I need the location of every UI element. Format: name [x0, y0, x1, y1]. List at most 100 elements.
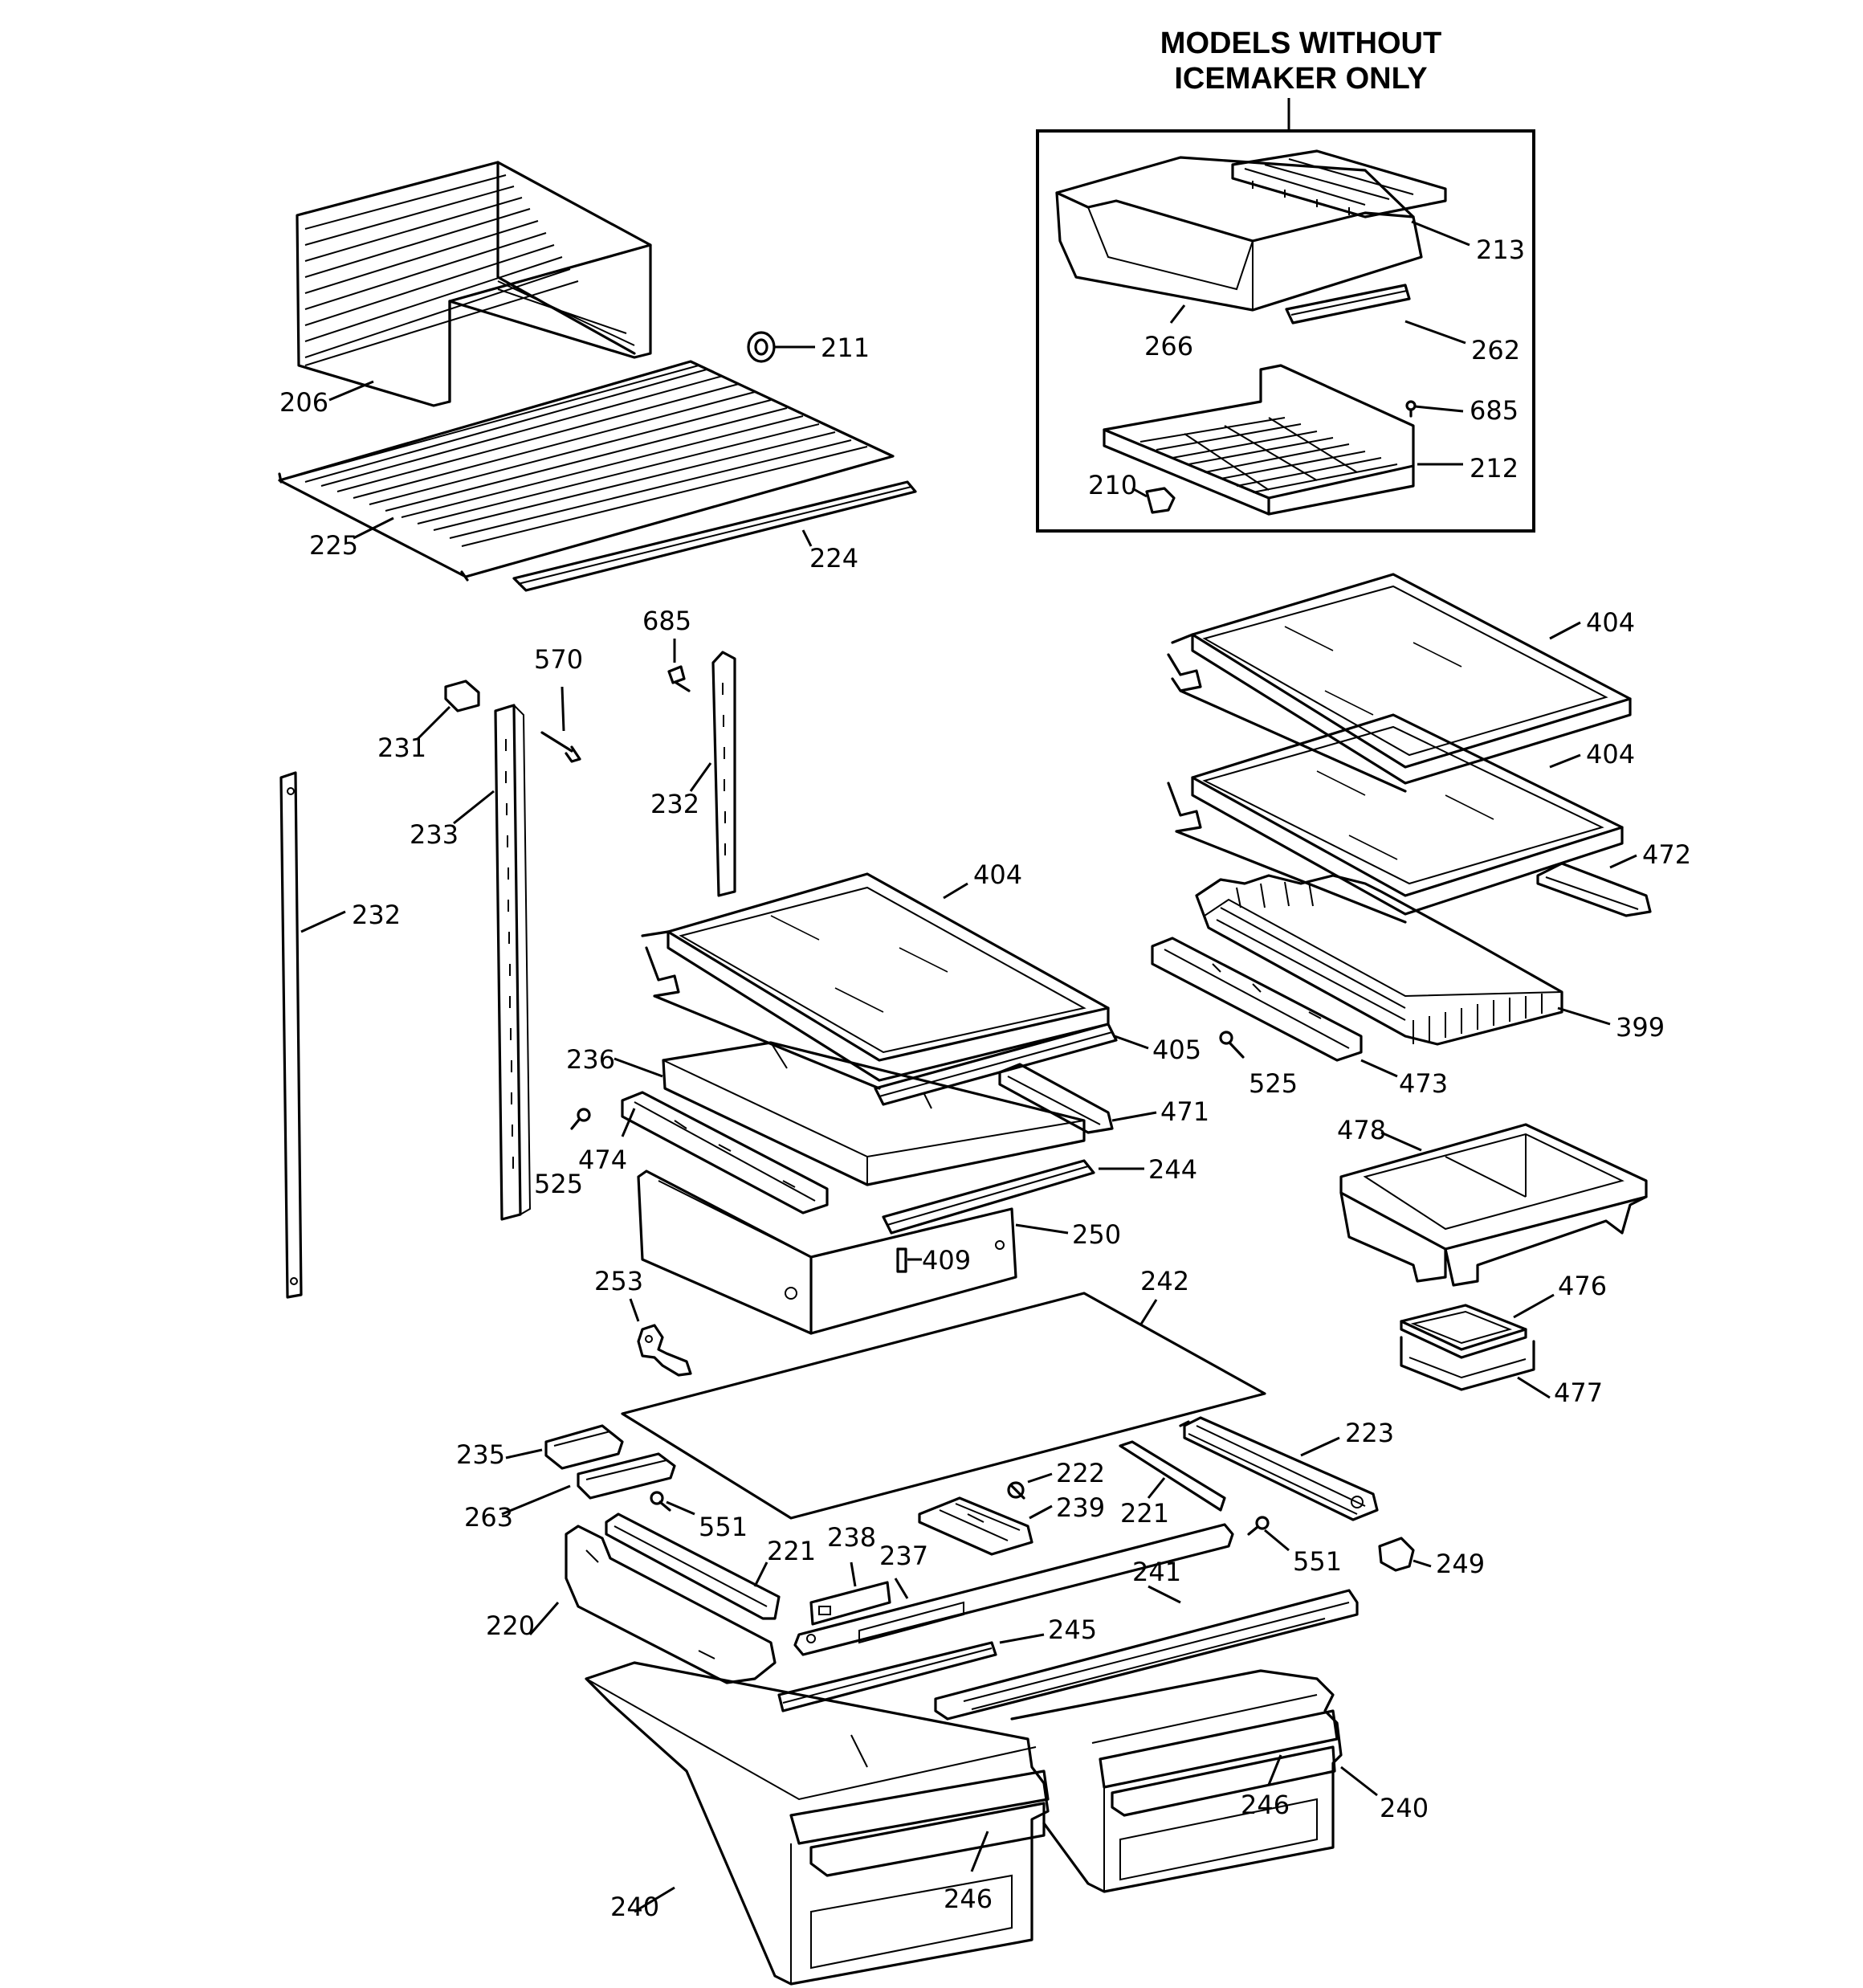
callout-label: 220: [486, 1610, 535, 1641]
callout-label: 472: [1642, 839, 1691, 870]
plate-238: [809, 1581, 891, 1626]
callout-label: 211: [821, 333, 870, 363]
callout-label: 525: [534, 1169, 583, 1199]
inset-knob: [1145, 487, 1176, 514]
shelf-211-grommet: [747, 331, 776, 363]
inset-title-line1: MODELS WITHOUT: [1160, 27, 1441, 60]
callout-label: 221: [1120, 1498, 1169, 1529]
shelf-trim-224: [512, 480, 917, 592]
tray-476: [1400, 1304, 1527, 1359]
callout-label: 404: [1586, 607, 1635, 638]
trim-245: [777, 1641, 997, 1712]
rail-471: [998, 1063, 1114, 1134]
rail-221-right: [1119, 1440, 1226, 1512]
clip-222: [1007, 1481, 1025, 1500]
callout-label: 240: [610, 1892, 659, 1922]
frame-237: [793, 1523, 1234, 1656]
callout-label: 250: [1072, 1219, 1121, 1250]
callout-label: 221: [767, 1536, 816, 1566]
trim-244: [882, 1159, 1095, 1235]
callout-label: 477: [1554, 1378, 1603, 1408]
callout-label: 222: [1056, 1458, 1105, 1488]
screw-525-right: [1219, 1031, 1245, 1059]
ice-bin: [1103, 364, 1415, 516]
callout-label: 399: [1616, 1012, 1665, 1043]
screw-685: [667, 665, 691, 692]
screw-551-right: [1247, 1516, 1270, 1536]
inset-title-line2: ICEMAKER ONLY: [1174, 62, 1427, 96]
trim-405: [874, 1023, 1118, 1106]
callout-label: 246: [1241, 1790, 1290, 1820]
callout-label: 213: [1476, 235, 1525, 265]
callout-label: 242: [1140, 1266, 1189, 1296]
callout-label: 244: [1148, 1154, 1197, 1185]
callout-label: 478: [1337, 1115, 1386, 1145]
callout-label: 225: [309, 530, 358, 561]
callout-label: 232: [650, 789, 699, 819]
callout-label: 266: [1144, 331, 1193, 361]
callout-label: 239: [1056, 1492, 1105, 1523]
callout-label: 473: [1399, 1068, 1448, 1099]
bin-478: [1339, 1123, 1648, 1287]
callout-label: 246: [944, 1884, 993, 1914]
callout-label: 570: [534, 644, 583, 675]
callout-label: 404: [973, 859, 1022, 890]
glass-shelf-404-top: [1167, 573, 1632, 793]
bracket-239: [918, 1496, 1033, 1556]
bracket-253: [637, 1324, 692, 1377]
rail-472: [1536, 862, 1652, 917]
tray-477: [1400, 1336, 1535, 1391]
rail-235: [544, 1424, 624, 1470]
callout-label: 236: [566, 1044, 615, 1075]
inset-group: MODELS WITHOUT ICEMAKER ONLY: [1036, 27, 1535, 533]
wire-rack-206: [296, 161, 652, 407]
inset-box: [1036, 129, 1535, 533]
glass-shelf-404-middle: [1167, 713, 1624, 924]
screw-551-left: [650, 1491, 671, 1512]
callout-label: 238: [827, 1522, 876, 1553]
callout-label: 551: [1293, 1546, 1342, 1577]
callout-label: 262: [1471, 335, 1520, 365]
callout-label: 525: [1249, 1068, 1298, 1099]
rail-221-left: [605, 1512, 781, 1620]
rail-473: [1151, 937, 1363, 1062]
ice-tray: [1231, 149, 1447, 218]
inset-screw: [1405, 400, 1417, 418]
wire-shelf-225: [278, 360, 895, 582]
crisper-cover-250: [637, 1170, 1017, 1335]
callout-label: 685: [642, 606, 691, 636]
callout-label: 249: [1436, 1549, 1485, 1579]
clip-409: [896, 1247, 907, 1273]
ice-bucket: [1055, 156, 1423, 312]
clip-231: [444, 680, 480, 712]
callout-label: 240: [1380, 1793, 1429, 1823]
callout-label: 476: [1558, 1271, 1607, 1301]
callout-label: 471: [1160, 1096, 1209, 1127]
rail-223: [1179, 1416, 1379, 1521]
rail-474: [621, 1091, 829, 1214]
bracket-220: [565, 1525, 777, 1684]
callout-label: 263: [464, 1502, 513, 1533]
callout-label: 232: [352, 900, 401, 930]
callout-label: 223: [1345, 1418, 1394, 1448]
upright-232-left: [279, 771, 303, 1299]
frame-241: [934, 1589, 1359, 1721]
upright-233: [494, 704, 532, 1221]
callout-label: 206: [279, 387, 328, 418]
clip-249: [1378, 1537, 1415, 1572]
callout-label: 253: [594, 1266, 643, 1296]
callout-label: 405: [1152, 1035, 1201, 1065]
callout-label: 245: [1048, 1614, 1097, 1645]
crisper-pan-236: [662, 1041, 1086, 1186]
callout-label: 404: [1586, 739, 1635, 769]
callout-label: 210: [1088, 470, 1137, 500]
screw-570: [540, 731, 581, 763]
callout-label: 551: [699, 1512, 748, 1542]
callout-label: 241: [1132, 1557, 1181, 1587]
callout-label: 409: [922, 1245, 971, 1276]
callout-label: 474: [578, 1145, 627, 1175]
callout-label: 685: [1470, 395, 1519, 426]
crisper-right-240: [1010, 1669, 1343, 1893]
callout-label: 237: [879, 1541, 928, 1571]
